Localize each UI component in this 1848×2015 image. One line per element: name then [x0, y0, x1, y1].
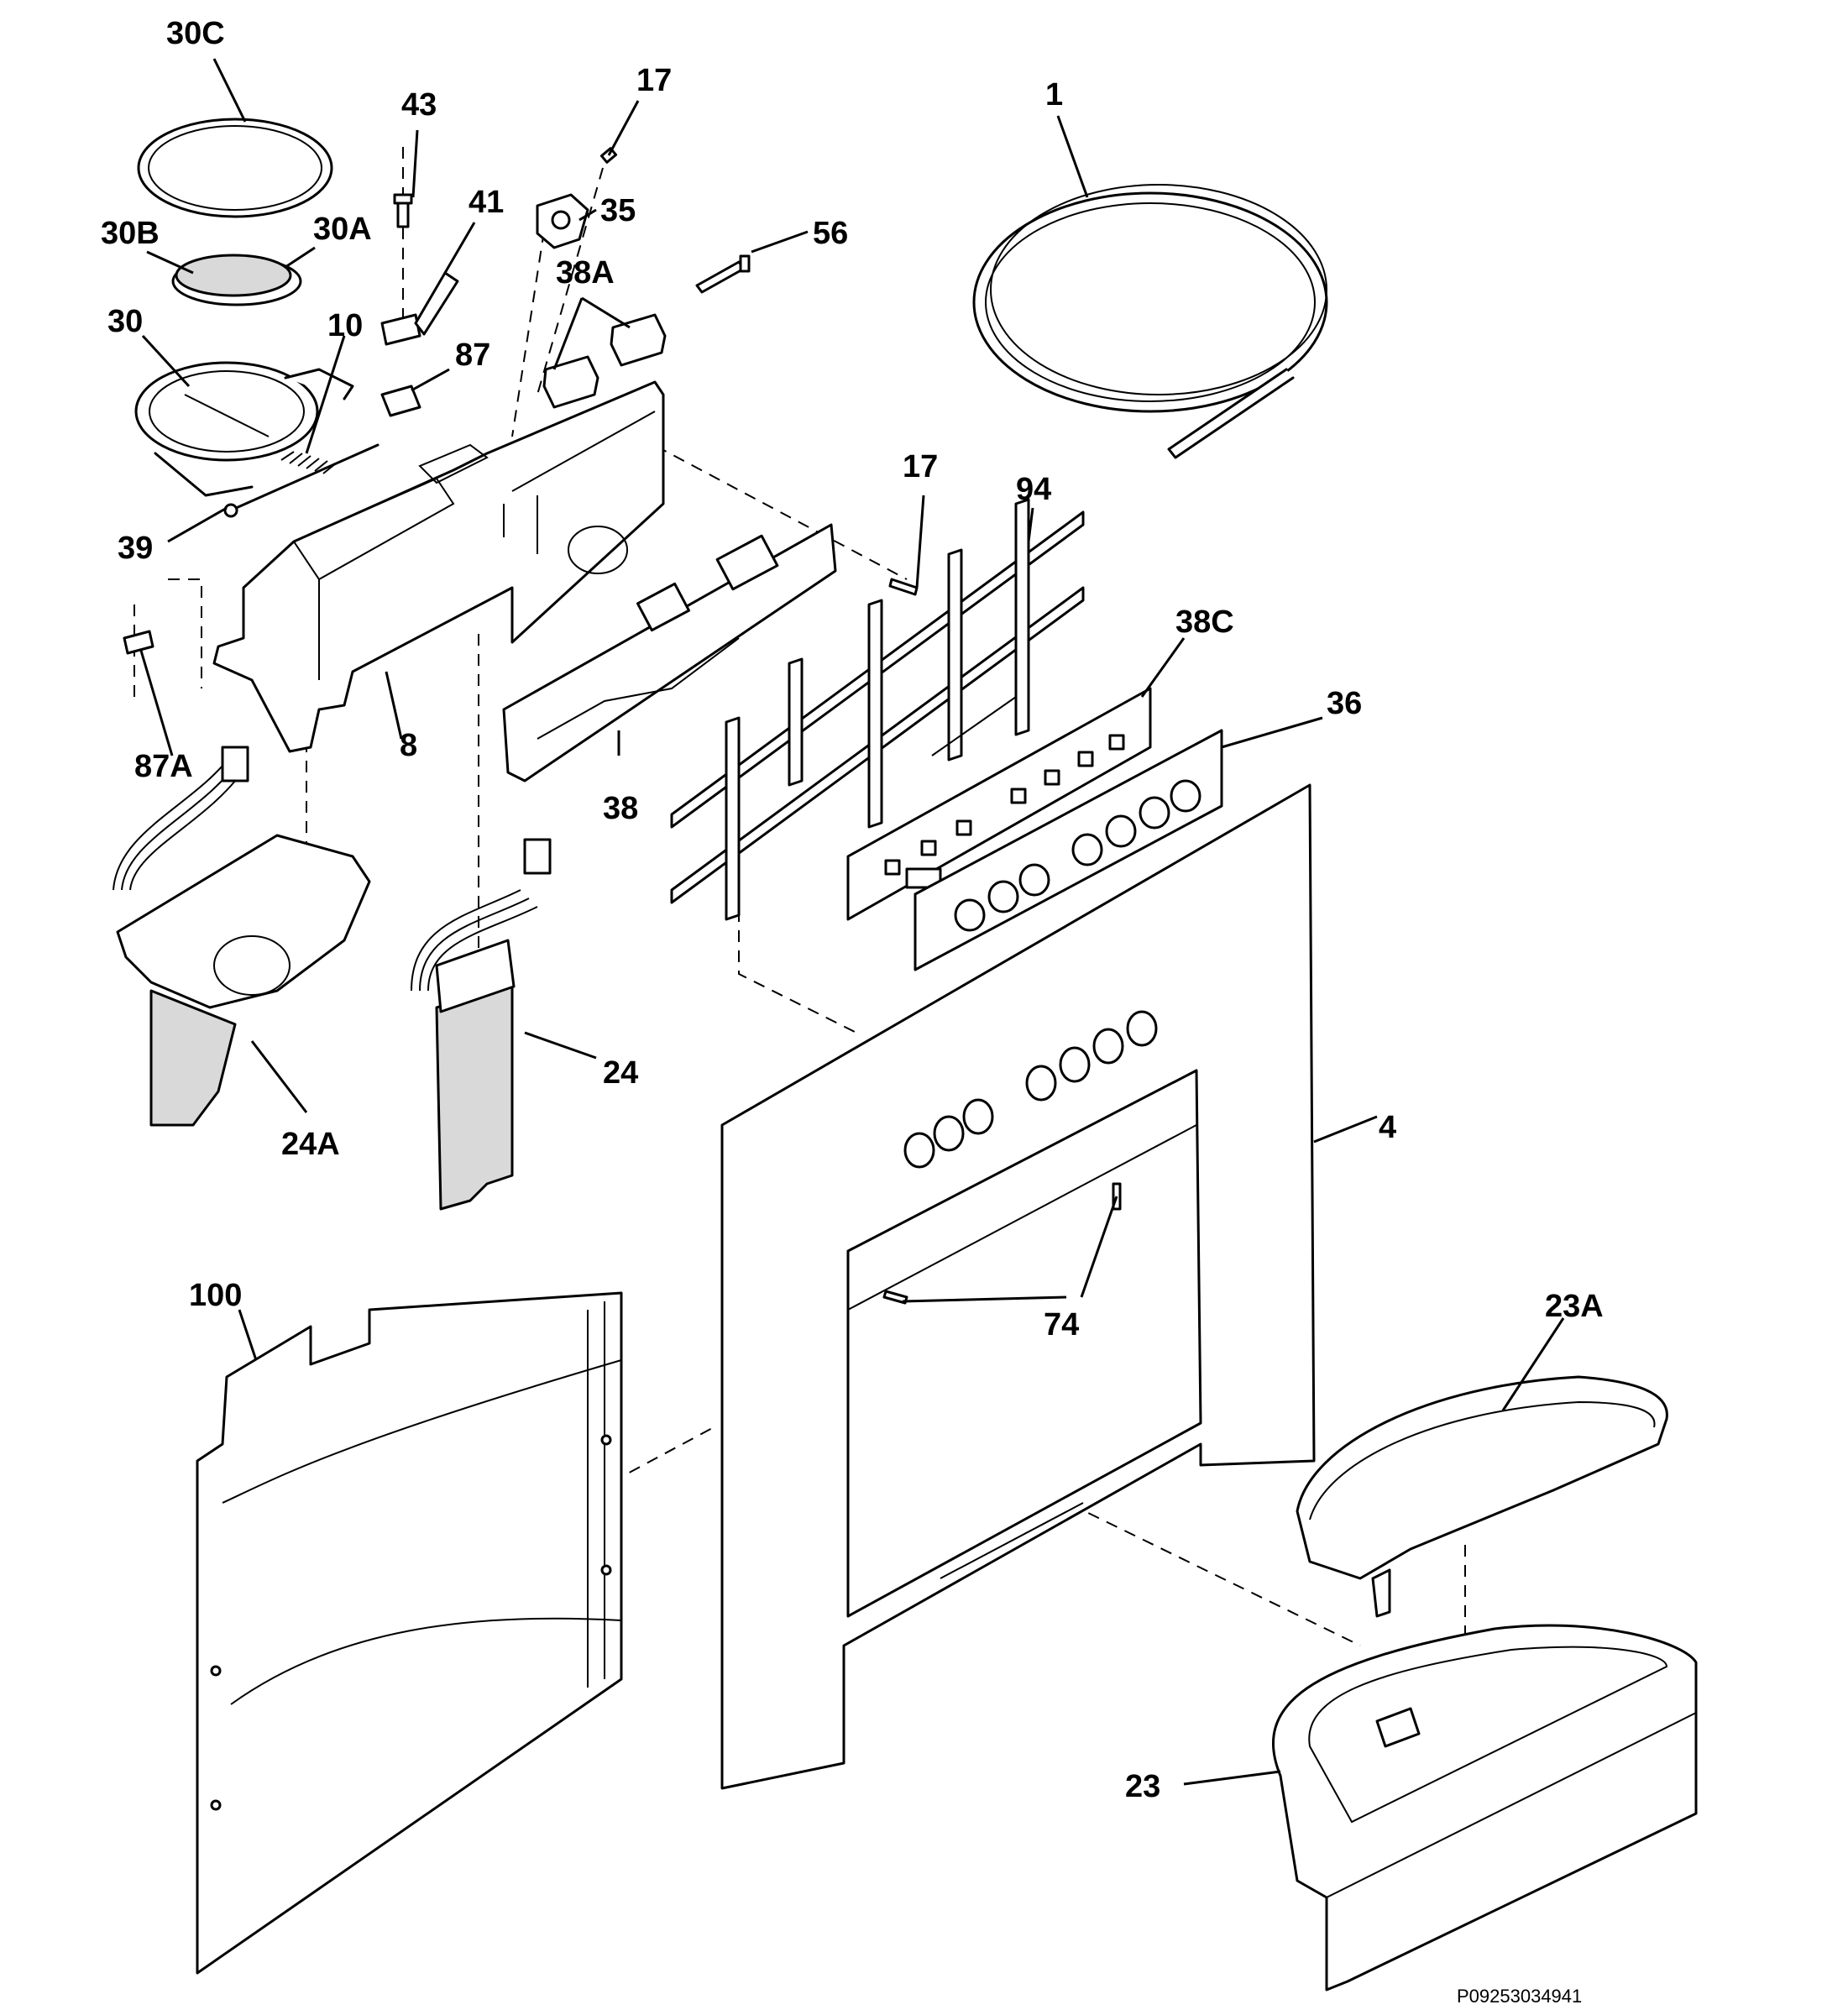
callout-17-middle: 17: [903, 449, 938, 484]
part-8-dispenser-housing: [212, 380, 665, 753]
callout-labels: 30C 43 17 1 41 35 30B 30A 56 38A 30 10 8…: [101, 16, 1604, 1804]
part-38a-switches: [542, 313, 667, 409]
callout-35: 35: [600, 193, 636, 228]
part-4-front-panel: [720, 783, 1316, 1790]
part-23-drip-tray: [1272, 1624, 1698, 1991]
callout-94: 94: [1016, 472, 1051, 507]
part-24-flap-assembly: [411, 838, 552, 1211]
callout-4: 4: [1379, 1110, 1396, 1145]
callout-30b: 30B: [101, 216, 160, 251]
callout-8: 8: [400, 728, 417, 763]
part-87a-clip: [123, 630, 154, 655]
part-38c-button-board: [846, 687, 1152, 921]
part-38-control-board: [502, 523, 837, 782]
callout-39: 39: [118, 531, 153, 566]
part-23a-drip-grille: [1296, 1375, 1668, 1618]
callout-43: 43: [401, 87, 437, 123]
callout-87: 87: [455, 338, 490, 373]
callout-56: 56: [813, 216, 848, 251]
callout-23: 23: [1125, 1769, 1160, 1804]
callout-1: 1: [1045, 77, 1063, 113]
callout-17-top: 17: [636, 63, 672, 98]
part-1-water-tubing: [972, 184, 1328, 459]
part-30-light-housing: [134, 361, 354, 497]
part-39-pin: [223, 443, 380, 518]
part-30c-gasket-ring: [137, 118, 333, 218]
part-87-clip: [380, 385, 421, 417]
part-43-screw: [393, 193, 413, 228]
part-41-bracket: [380, 271, 459, 346]
part-36-button-panel: [914, 729, 1223, 971]
part-10-spring: [280, 451, 337, 474]
callout-41: 41: [469, 185, 504, 220]
callout-24: 24: [603, 1055, 638, 1091]
part-30a-30b-lens: [171, 254, 302, 306]
callout-36: 36: [1327, 686, 1362, 721]
callout-30a: 30A: [313, 212, 372, 247]
part-24a-ice-chute: [113, 746, 371, 1127]
callout-38a: 38A: [556, 255, 615, 290]
part-35-valve: [536, 193, 589, 249]
callout-38c: 38C: [1175, 604, 1234, 640]
part-100-rear-wall: [196, 1291, 623, 1975]
part-94-frame: [670, 498, 1085, 921]
callout-74: 74: [1044, 1307, 1079, 1342]
callout-87a: 87A: [134, 749, 193, 784]
callout-30c: 30C: [166, 16, 225, 51]
leader-lines: [139, 58, 1565, 1786]
callout-38: 38: [603, 791, 638, 826]
callout-10: 10: [327, 308, 363, 343]
part-56-screw: [695, 254, 751, 294]
callout-100: 100: [189, 1278, 242, 1313]
callout-30: 30: [107, 304, 143, 339]
part-17-screw-middle: [888, 578, 919, 596]
callout-24a: 24A: [281, 1127, 340, 1162]
document-id: P09253034941: [1457, 1986, 1582, 2007]
callout-23a: 23A: [1545, 1289, 1604, 1324]
